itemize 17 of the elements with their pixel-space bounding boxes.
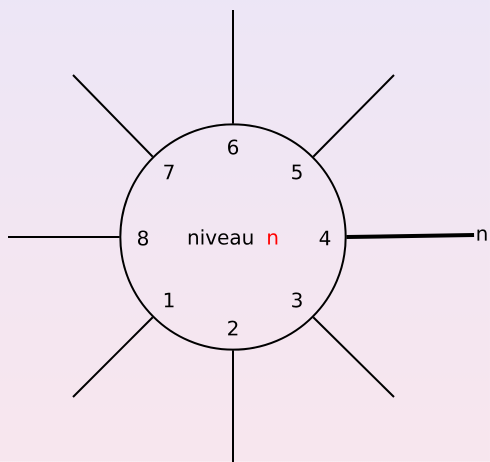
position-number: 3 [292,292,302,308]
line [8,236,120,238]
line [72,74,154,158]
line [312,316,395,398]
position-number: 2 [228,320,238,336]
line [232,350,234,462]
position-number: 1 [164,292,174,308]
position-number: 7 [164,164,174,180]
position-number: 4 [320,230,330,246]
position-number: 5 [292,164,302,180]
line [312,74,395,158]
line [72,316,154,398]
position-number: 6 [228,139,238,155]
line [346,233,474,239]
position-number: 8 [138,230,148,246]
node-label: n [477,229,487,241]
line [232,10,234,124]
